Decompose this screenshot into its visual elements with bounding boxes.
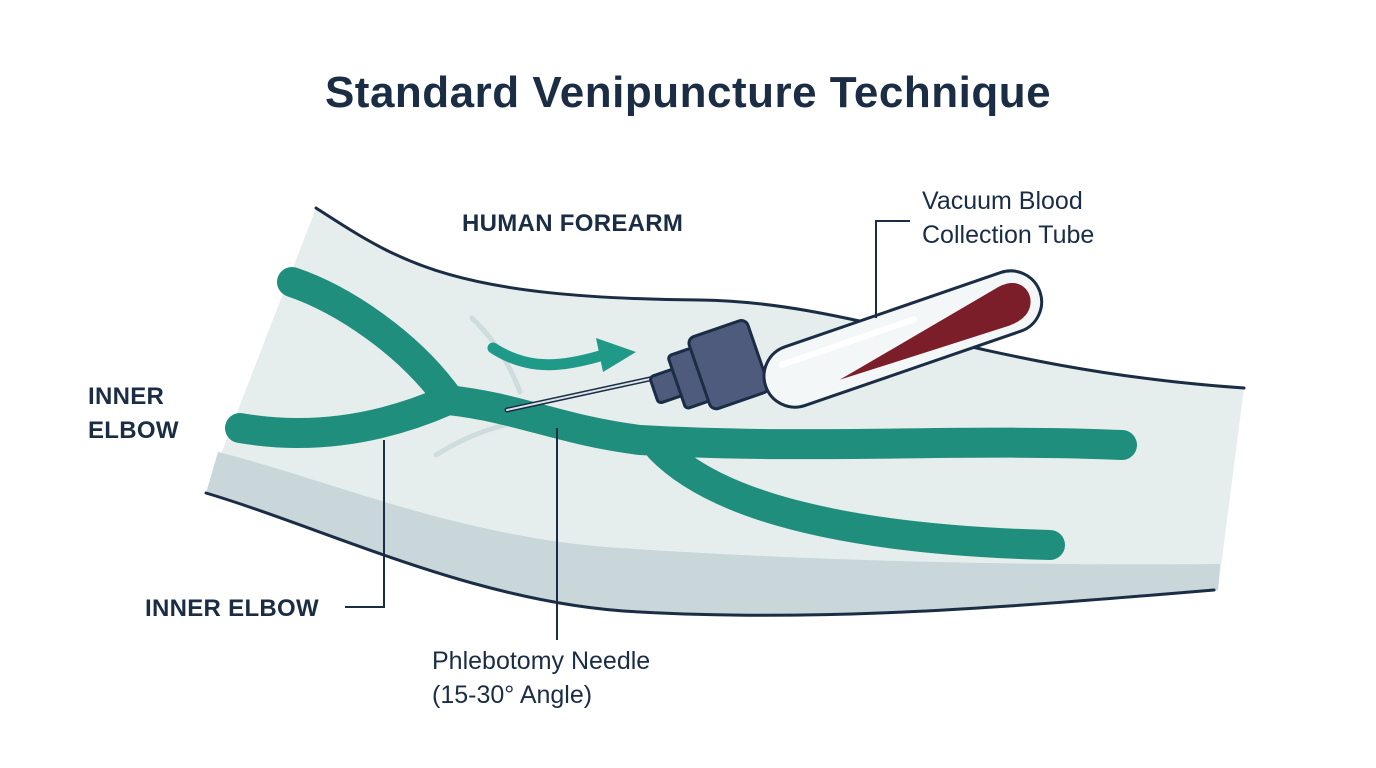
label-line: ELBOW xyxy=(88,417,179,444)
label-inner-elbow-bottom: INNER ELBOW xyxy=(145,595,319,622)
label-line: (15-30° Angle) xyxy=(432,681,593,709)
vein-network xyxy=(225,267,1137,560)
label-phlebotomy-needle: Phlebotomy Needle (15-30° Angle) xyxy=(432,644,650,712)
label-vacuum-tube: Vacuum Blood Collection Tube xyxy=(922,184,1094,252)
elbow-leader-line xyxy=(345,440,385,608)
vein-main xyxy=(225,385,1137,460)
forearm-shadow xyxy=(206,452,1220,616)
label-line: Collection Tube xyxy=(922,221,1095,249)
forearm-bottom-outline xyxy=(204,491,1216,617)
skin-fold-lower xyxy=(433,422,508,458)
vein-upper-branch xyxy=(277,267,463,413)
forearm-shape xyxy=(206,208,1244,616)
label-human-forearm: HUMAN FOREARM xyxy=(462,210,684,237)
insertion-arrow xyxy=(487,342,606,371)
blood-fill xyxy=(839,282,1031,380)
insertion-arrow-head xyxy=(596,338,636,372)
label-inner-elbow-side: INNER ELBOW xyxy=(88,380,179,448)
tube-leader-line xyxy=(875,220,910,318)
label-line: Vacuum Blood xyxy=(922,187,1083,215)
label-line: Phlebotomy Needle xyxy=(432,647,651,675)
diagram-title: Standard Venipuncture Technique xyxy=(324,68,1052,117)
forearm-top-outline xyxy=(314,206,1246,390)
needle xyxy=(504,372,671,413)
label-line: INNER xyxy=(88,383,165,410)
vacuum-tube xyxy=(762,269,1044,409)
needle-hub xyxy=(649,319,771,411)
vein-lower-branch xyxy=(645,433,1065,560)
